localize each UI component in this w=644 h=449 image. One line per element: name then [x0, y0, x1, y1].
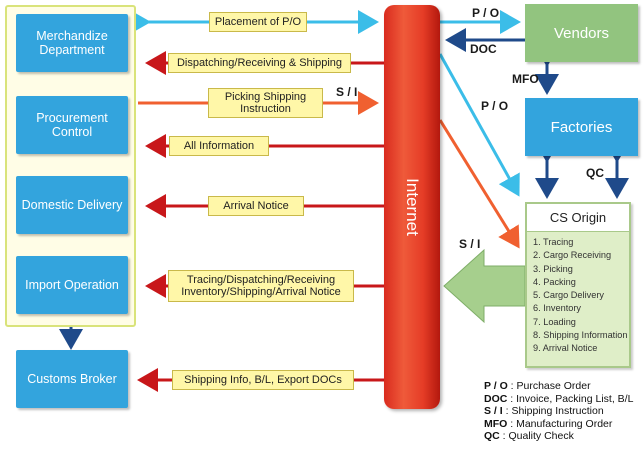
- list-item: 4. Packing: [533, 276, 576, 287]
- big-green-arrow: [443, 248, 526, 324]
- list-item: 2. Cargo Receiving: [533, 250, 612, 261]
- internet-bar: [384, 5, 440, 409]
- tag-mfo: MFO: [512, 72, 539, 86]
- label-all-info: All Information: [169, 136, 269, 156]
- domestic-delivery-box[interactable]: Domestic Delivery: [16, 176, 128, 234]
- cs-origin-title: CS Origin: [527, 204, 629, 232]
- vendors-box[interactable]: Vendors: [525, 4, 638, 62]
- list-item: 1. Tracing: [533, 237, 574, 247]
- list-item: 9. Arrival Notice: [533, 343, 598, 354]
- arrow-si-cs: [438, 119, 520, 249]
- tag-si-top: S / I: [336, 85, 358, 99]
- label-picking: Picking Shipping Instruction: [208, 88, 323, 118]
- label-shipping-info: Shipping Info, B/L, Export DOCs: [172, 370, 354, 390]
- legend-row: DOC : Invoice, Packing List, B/L: [484, 392, 634, 405]
- merchandize-department-box[interactable]: Merchandize Department: [16, 14, 128, 72]
- tag-po-mid: P / O: [481, 99, 509, 113]
- list-item: 7. Loading: [533, 316, 576, 327]
- procurement-control-box[interactable]: Procurement Control: [16, 96, 128, 154]
- legend-row: MFO : Manufacturing Order: [484, 417, 613, 430]
- list-item: 8. Shipping Information: [533, 330, 628, 341]
- tag-si-mid: S / I: [459, 237, 481, 251]
- legend-row: P / O : Purchase Order: [484, 380, 591, 392]
- factories-box[interactable]: Factories: [525, 98, 638, 156]
- customs-broker-box[interactable]: Customs Broker: [16, 350, 128, 408]
- label-tracing: Tracing/Dispatching/Receiving Inventory/…: [168, 270, 354, 302]
- arrow-po-cs: [438, 53, 520, 197]
- cs-origin-list: 1. Tracing 2. Cargo Receiving 3. Picking…: [527, 232, 629, 356]
- legend-row: QC : Quality Check: [484, 430, 574, 443]
- internet-label: Internet: [403, 178, 422, 236]
- legend: P / O : Purchase Order DOC : Invoice, Pa…: [484, 380, 633, 443]
- tag-qc: QC: [586, 166, 604, 180]
- tag-doc: DOC: [470, 42, 497, 56]
- cs-origin-box[interactable]: CS Origin 1. Tracing 2. Cargo Receiving …: [525, 202, 631, 368]
- label-placement-po: Placement of P/O: [209, 12, 307, 32]
- legend-row: S / I : Shipping Instruction: [484, 405, 604, 418]
- label-dispatching: Dispatching/Receiving & Shipping: [168, 53, 351, 73]
- tag-po-top: P / O: [472, 6, 500, 20]
- label-arrival: Arrival Notice: [208, 196, 304, 216]
- import-operation-box[interactable]: Import Operation: [16, 256, 128, 314]
- list-item: 3. Picking: [533, 263, 573, 274]
- list-item: 5. Cargo Delivery: [533, 290, 604, 301]
- list-item: 6. Inventory: [533, 303, 582, 314]
